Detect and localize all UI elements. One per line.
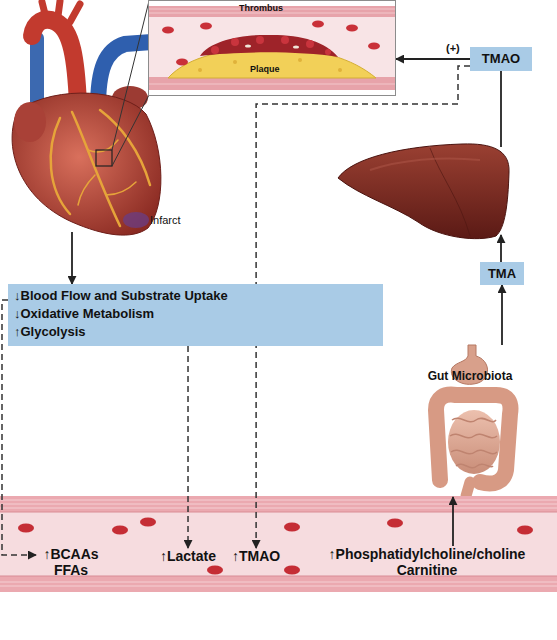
red-blood-cell [368,43,380,50]
thrombus-cell [325,49,331,55]
vessel-lumen [149,17,395,77]
wall-stripe [0,504,557,505]
node-text: TMA [488,266,516,282]
red-blood-cell [346,25,358,32]
rectum-shape [466,482,470,496]
plaque-speck [198,68,202,72]
red-blood-cell [176,59,188,66]
lumen-edge [0,512,557,513]
red-blood-cell [140,518,156,527]
zoom-line [112,95,149,166]
red-blood-cell [162,27,174,34]
metabolite-text: ↑Phosphatidylcholine/choline Carnitine [312,546,542,578]
connector-arrow [71,232,73,284]
metabolite-text: ↑BCAAs FFAs [36,546,106,578]
thrombus-label: Thrombus [239,3,283,14]
connector-arrow [396,58,470,60]
thrombus-cell [231,38,239,46]
red-blood-cell [200,23,212,30]
heart-body [12,93,161,235]
node-text: ↑BCAAs FFAs [36,546,106,578]
infarct-area [123,212,149,228]
coronary-artery [51,118,70,214]
intestine-fold [456,464,493,468]
thrombus-cell [256,36,264,44]
node-text: ↑Phosphatidylcholine/choline Carnitine [312,546,542,578]
node-text: ↓Blood Flow and Substrate Uptake [14,287,377,305]
coronary-branch [78,175,95,205]
inset-background [149,1,396,96]
wall-stripe [0,500,557,501]
intestine-fold [452,418,496,421]
edge-label: (+) [446,42,460,54]
node-text: TMAO [482,51,520,67]
gut-illustration: Gut Microbiota [412,345,528,497]
plaque-label: Plaque [250,64,280,75]
gut-label: Gut Microbiota [412,369,528,383]
connector-arrow [501,285,503,345]
plaque-speck [338,68,342,72]
heart-illustration: Infarct [0,0,190,232]
red-blood-cell [207,566,223,575]
liver-lobe-line [430,148,470,236]
metabolite-text: ↑TMAO [232,548,280,564]
coronary-artery [72,112,120,226]
liver-highlight [370,158,480,170]
pathway-line [500,71,502,147]
metabolite-text: ↑Lactate [160,548,216,564]
red-blood-cell [387,519,403,528]
red-blood-cell [517,526,533,535]
thrombus-shape [200,35,338,57]
coronary-artery [100,110,150,185]
wall-stripe [0,582,557,583]
right-atrium [14,102,46,142]
coronary-branch [106,182,136,195]
infarct-label: Infarct [150,214,181,227]
vessel-wall [149,77,395,90]
node-text: ↓Oxidative Metabolism [14,305,377,323]
thrombus-cell [281,36,289,44]
metabolite-box: TMA [480,262,524,285]
vessel-band [0,496,557,592]
red-blood-cell [284,566,300,575]
red-blood-cell [112,526,128,535]
red-blood-cell [312,21,324,28]
platelet [293,45,299,48]
wall-stripe [0,508,557,509]
thrombus-cell [211,46,219,54]
intestine-fold [450,434,497,437]
intestine-fold [451,450,497,453]
node-text: ↑Lactate [160,548,216,564]
arch-branch [70,4,80,22]
platelet [245,44,251,47]
dashed-arrow [187,346,189,548]
zoom-square [96,150,112,166]
node-text: ↑Glycolysis [14,323,377,341]
plaque-speck [298,58,302,62]
inset-box: ThrombusPlaque [148,0,396,96]
wall-stripe [0,586,557,587]
connector-arrow [452,497,454,546]
process-box: ↓Blood Flow and Substrate Uptake↓Oxidati… [8,284,383,346]
thrombus-cell [306,40,314,48]
colon-shape [436,395,510,484]
aorta [32,20,78,104]
pathway-arrow [500,235,502,262]
liver-illustration [338,144,509,239]
plaque-shape [168,48,376,78]
red-blood-cell [18,524,34,533]
red-blood-cell [284,523,300,532]
wall-stripe [149,84,395,85]
zoom-line [112,1,149,150]
node-text: ↑TMAO [232,548,280,564]
small-intestine [448,410,500,474]
plaque-speck [233,60,237,64]
metabolite-box: TMAO [470,47,532,71]
